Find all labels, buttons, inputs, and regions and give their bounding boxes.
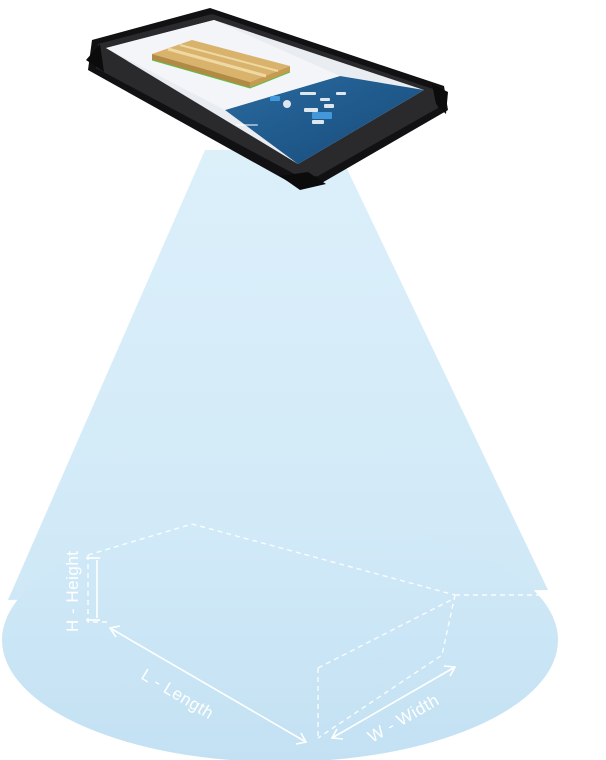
width-dimension <box>330 665 457 740</box>
length-dimension <box>108 625 308 745</box>
rugged-tablet-icon <box>86 8 448 190</box>
cardboard-box-icon <box>151 40 291 89</box>
scan-area-floor <box>2 518 558 760</box>
height-label: H - Height <box>63 550 82 632</box>
scan-beam <box>8 150 548 600</box>
tablet-readouts <box>236 92 346 126</box>
measured-box-outline <box>87 523 548 739</box>
height-dimension <box>86 557 100 621</box>
